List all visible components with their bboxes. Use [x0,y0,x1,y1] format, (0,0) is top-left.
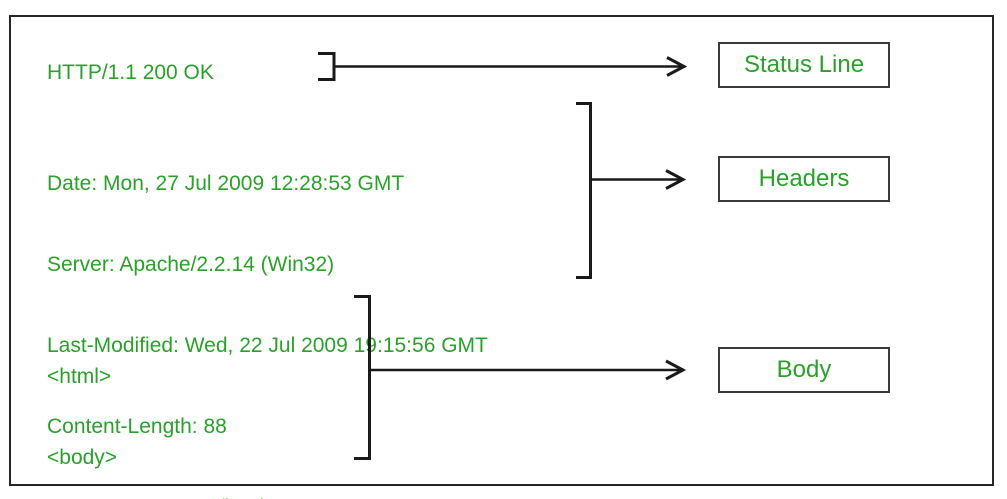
body-block: <html> <body> <h1>Hello, World!</h1> </b… [47,309,268,499]
header-line-server: Server: Apache/2.2.14 (Win32) [47,253,335,276]
header-line-last-modified: Last-Modified: Wed, 22 Jul 2009 19:15:56… [47,334,488,357]
body-line-html-open: <html> [47,365,112,388]
body-box: Body [718,347,890,393]
body-label: Body [776,356,832,383]
headers-box: Headers [718,156,890,202]
header-line-date: Date: Mon, 27 Jul 2009 12:28:53 GMT [47,172,405,195]
status-line-box: Status Line [718,42,890,88]
headers-label: Headers [758,165,850,192]
status-line-text: HTTP/1.1 200 OK [47,61,214,84]
diagram-frame [9,15,994,486]
status-line-label: Status Line [743,51,865,78]
header-line-content-type: Content-Type: text/html [47,494,488,499]
header-line-content-length: Content-Length: 88 [47,415,227,438]
headers-block: Date: Mon, 27 Jul 2009 12:28:53 GMT Serv… [47,116,488,499]
body-line-body-open: <body> [47,446,118,469]
